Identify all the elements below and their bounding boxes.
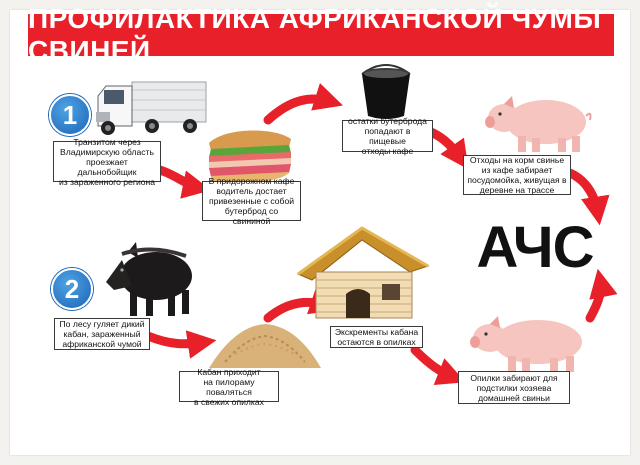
- s1-step1-box: Транзитом через Владимирскую область про…: [53, 137, 161, 187]
- scenario-1-badge: 1: [49, 94, 91, 136]
- pig-icon: [485, 96, 592, 152]
- page-title: ПРОФИЛАКТИКА АФРИКАНСКОЙ ЧУМЫ СВИНЕЙ: [28, 3, 614, 66]
- truck-icon: [96, 81, 207, 135]
- s1-step2-box: В придорожном кафе водитель достает прив…: [202, 176, 301, 226]
- scenario-2-badge: 2: [51, 268, 93, 310]
- boar-icon: [106, 242, 192, 316]
- bucket-icon: [361, 64, 411, 119]
- sandwich-icon: [209, 130, 291, 184]
- sawdust-icon: [209, 324, 321, 368]
- s2-step4-box: Опилки забирают для подстилки хозяева до…: [458, 371, 570, 404]
- asf-label: АЧС: [476, 214, 594, 280]
- s2-step2-box: Кабан приходит на пилораму поваляться в …: [179, 367, 279, 407]
- s2-step3-box: Экскременты кабана остаются в опилках: [330, 326, 423, 348]
- s1-step3-box: остатки бутерброда попадают в пищевые от…: [342, 116, 433, 156]
- s2-step1-box: По лесу гуляет дикий кабан, зараженный а…: [54, 318, 150, 350]
- wooden-house-icon: [296, 226, 430, 319]
- s1-step4-box: Отходы на корм свинье из кафе забирает п…: [463, 155, 571, 195]
- pig-icon: [470, 316, 582, 372]
